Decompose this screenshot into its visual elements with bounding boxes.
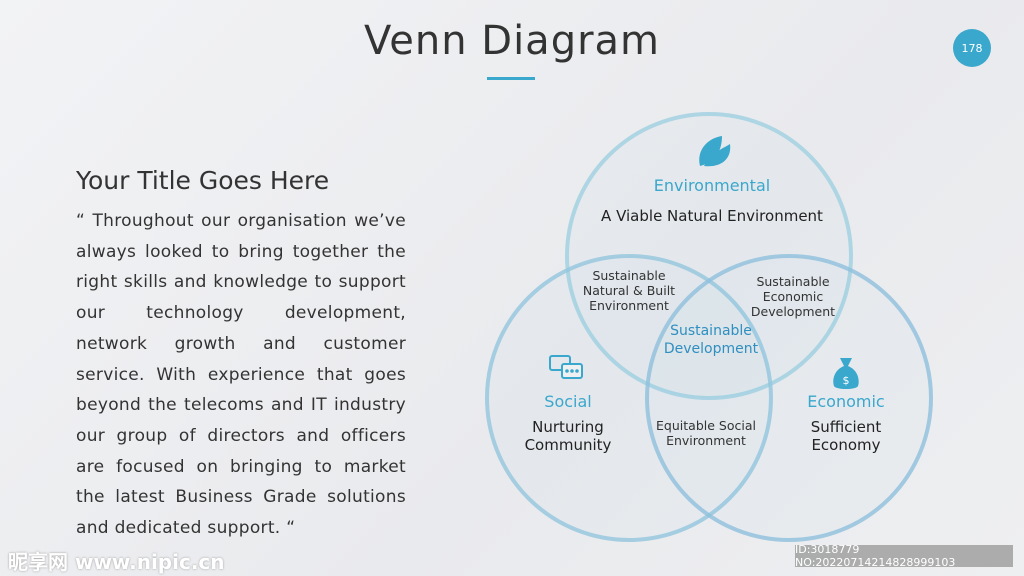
- svg-text:$: $: [843, 374, 850, 387]
- page-number-badge: 178: [953, 29, 991, 67]
- economic-desc-line: Economy: [811, 436, 881, 454]
- section-title: Your Title Goes Here: [76, 166, 330, 195]
- watermark-id: ID:3018779 NO:20220714214828999103: [795, 543, 1013, 569]
- overlap-line: Economic: [762, 289, 824, 304]
- economic-label: Economic: [807, 392, 885, 411]
- overlap-line: Environment: [666, 433, 746, 448]
- page-title: Venn Diagram: [363, 18, 661, 64]
- social-desc-line: Community: [524, 436, 612, 454]
- environmental-desc: A Viable Natural Environment: [601, 207, 823, 225]
- body-text: “ Throughout our organisation we’ve alwa…: [76, 211, 406, 539]
- social-desc-line: Nurturing: [532, 418, 604, 436]
- overlap-line: Sustainable: [592, 268, 666, 283]
- center-line: Sustainable: [670, 323, 752, 339]
- overlap-line: Equitable Social: [656, 418, 756, 433]
- money-bag-icon: $: [833, 358, 859, 389]
- watermark-site: 昵享网 www.nipic.cn: [8, 550, 225, 574]
- overlap-line: Development: [750, 304, 836, 319]
- overlap-line: Natural & Built: [582, 283, 676, 298]
- center-line: Development: [663, 341, 759, 357]
- overlap-line: Sustainable: [756, 274, 830, 289]
- circle-economic: [645, 254, 933, 542]
- leaf-icon: [699, 136, 731, 167]
- social-label: Social: [544, 392, 592, 411]
- title-underline: [487, 77, 535, 80]
- environmental-label: Environmental: [653, 176, 771, 195]
- overlap-line: Environment: [589, 298, 669, 313]
- economic-desc-line: Sufficient: [810, 418, 882, 436]
- circle-social: [485, 254, 773, 542]
- chat-icon: [549, 355, 583, 379]
- circle-environmental: [565, 112, 853, 400]
